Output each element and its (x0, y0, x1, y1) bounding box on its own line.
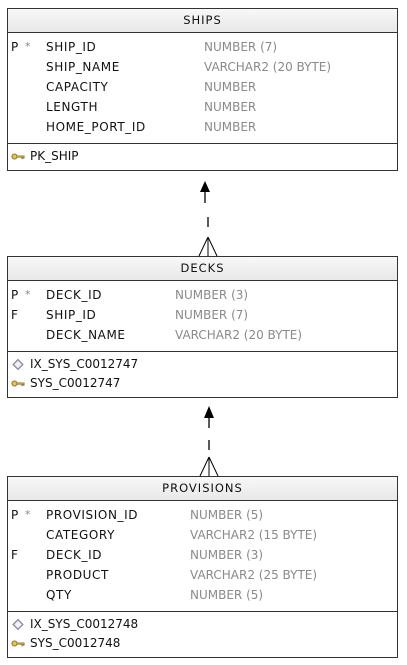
column-type: NUMBER (7) (175, 308, 249, 322)
table-title: DECKS (8, 257, 397, 281)
column-row[interactable]: P * DECK_ID NUMBER (3) (8, 285, 397, 305)
one-end-arrow-icon (204, 406, 214, 418)
index-icon (12, 618, 24, 631)
key-row[interactable]: PK_SHIP (8, 147, 397, 166)
column-type: NUMBER (204, 80, 257, 94)
column-name: DECK_ID (46, 548, 103, 562)
column-row[interactable]: P * SHIP_ID NUMBER (7) (8, 37, 397, 57)
key-marker: P (11, 508, 19, 522)
column-name: DECK_NAME (46, 328, 126, 342)
key-marker: F (11, 308, 18, 322)
column-type: NUMBER (204, 120, 257, 134)
column-name: SHIP_ID (46, 308, 97, 322)
column-name: CATEGORY (46, 528, 116, 542)
key-row[interactable]: SYS_C0012747 (8, 374, 397, 393)
key-name: SYS_C0012748 (30, 636, 121, 650)
crows-foot-icon (199, 456, 210, 477)
column-name: LENGTH (46, 100, 99, 114)
index-icon (12, 358, 24, 371)
relationship-provisions-decks[interactable] (199, 406, 219, 477)
column-type: VARCHAR2 (20 BYTE) (175, 328, 303, 342)
crows-foot-icon (208, 456, 219, 477)
key-row[interactable]: SYS_C0012748 (8, 634, 397, 653)
column-row[interactable]: CAPACITY NUMBER (8, 77, 397, 97)
keys-section: PK_SHIP (8, 144, 397, 170)
table-title: PROVISIONS (8, 477, 397, 501)
relationship-decks-ships[interactable] (198, 181, 218, 257)
column-row[interactable]: F SHIP_ID NUMBER (7) (8, 305, 397, 325)
one-end-arrow-icon (200, 181, 210, 192)
table-ships[interactable]: SHIPS P * SHIP_ID NUMBER (7) SHIP_NAME V… (7, 8, 398, 171)
keys-section: IX_SYS_C0012747 SYS_C0012747 (8, 352, 397, 397)
column-type: VARCHAR2 (20 BYTE) (204, 60, 332, 74)
key-marker: P (11, 288, 19, 302)
column-row[interactable]: PRODUCT VARCHAR2 (25 BYTE) (8, 565, 397, 585)
column-type: NUMBER (7) (204, 40, 278, 54)
column-row[interactable]: P * PROVISION_ID NUMBER (5) (8, 505, 397, 525)
column-name: SHIP_ID (46, 40, 97, 54)
table-decks[interactable]: DECKS P * DECK_ID NUMBER (3) F SHIP_ID N… (7, 256, 398, 398)
column-name: PRODUCT (46, 568, 109, 582)
columns-section: P * SHIP_ID NUMBER (7) SHIP_NAME VARCHAR… (8, 33, 397, 144)
column-name: QTY (46, 588, 72, 602)
keys-section: IX_SYS_C0012748 SYS_C0012748 (8, 612, 397, 657)
table-title: SHIPS (8, 9, 397, 33)
column-name: SHIP_NAME (46, 60, 120, 74)
columns-section: P * PROVISION_ID NUMBER (5) CATEGORY VAR… (8, 501, 397, 612)
column-row[interactable]: QTY NUMBER (5) (8, 585, 397, 605)
key-row[interactable]: IX_SYS_C0012748 (8, 615, 397, 634)
primary-key-icon (11, 153, 25, 160)
column-name: PROVISION_ID (46, 508, 139, 522)
key-marker: P (11, 40, 19, 54)
column-row[interactable]: DECK_NAME VARCHAR2 (20 BYTE) (8, 325, 397, 345)
mandatory-marker: * (25, 40, 31, 53)
key-name: PK_SHIP (30, 149, 79, 163)
primary-key-icon (11, 380, 25, 387)
column-type: NUMBER (3) (175, 288, 249, 302)
primary-key-icon (11, 640, 25, 647)
crows-foot-icon (198, 236, 209, 257)
column-name: DECK_ID (46, 288, 103, 302)
column-row[interactable]: F DECK_ID NUMBER (3) (8, 545, 397, 565)
column-type: VARCHAR2 (25 BYTE) (190, 568, 318, 582)
column-row[interactable]: SHIP_NAME VARCHAR2 (20 BYTE) (8, 57, 397, 77)
key-name: IX_SYS_C0012747 (30, 357, 139, 371)
column-type: VARCHAR2 (15 BYTE) (190, 528, 318, 542)
crows-foot-icon (207, 236, 218, 257)
key-row[interactable]: IX_SYS_C0012747 (8, 355, 397, 374)
columns-section: P * DECK_ID NUMBER (3) F SHIP_ID NUMBER … (8, 281, 397, 352)
column-type: NUMBER (3) (190, 548, 264, 562)
column-type: NUMBER (204, 100, 257, 114)
key-marker: F (11, 548, 18, 562)
mandatory-marker: * (25, 288, 31, 301)
mandatory-marker: * (25, 508, 31, 521)
column-name: HOME_PORT_ID (46, 120, 146, 134)
column-type: NUMBER (5) (190, 588, 264, 602)
column-type: NUMBER (5) (190, 508, 264, 522)
key-name: IX_SYS_C0012748 (30, 617, 139, 631)
key-name: SYS_C0012747 (30, 376, 121, 390)
table-provisions[interactable]: PROVISIONS P * PROVISION_ID NUMBER (5) C… (7, 476, 398, 658)
column-row[interactable]: LENGTH NUMBER (8, 97, 397, 117)
column-row[interactable]: CATEGORY VARCHAR2 (15 BYTE) (8, 525, 397, 545)
column-name: CAPACITY (46, 80, 109, 94)
column-row[interactable]: HOME_PORT_ID NUMBER (8, 117, 397, 137)
